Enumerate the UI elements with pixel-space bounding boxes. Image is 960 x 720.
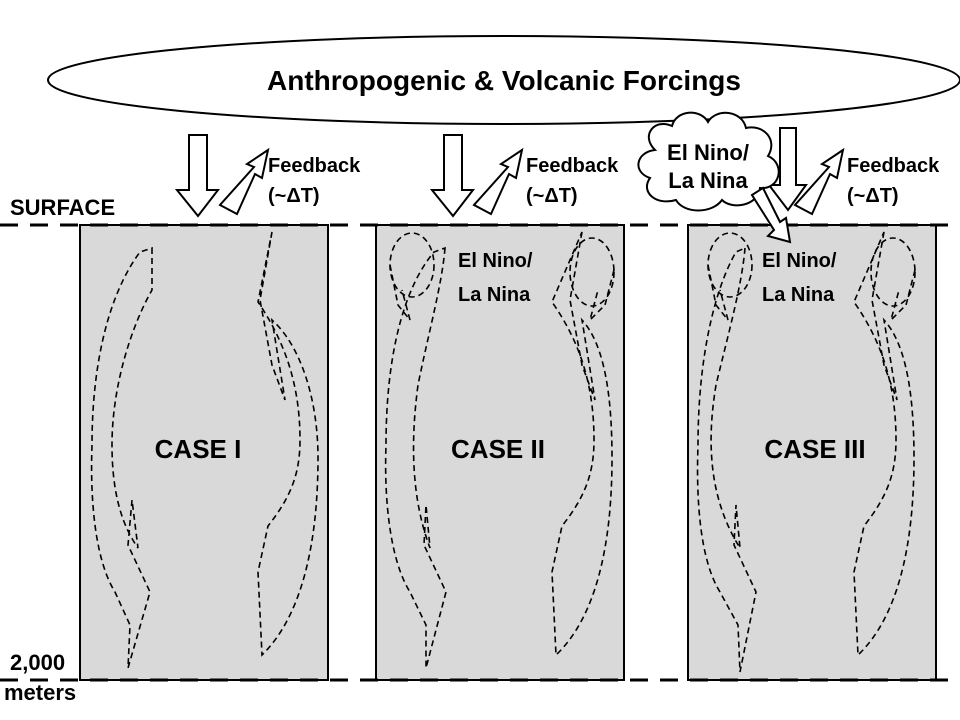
- case-2-left-eddy-arrow: [389, 264, 411, 321]
- case-1-right-loop: [257, 231, 319, 657]
- case-2-inner-label-line2: La Nina: [458, 284, 531, 306]
- case-2-right-eddy-arrow: [588, 269, 615, 323]
- case-2-forcing-arrow: [429, 134, 476, 218]
- case-2-left-loop: [384, 246, 447, 669]
- case-3-feedback-arrow: [793, 147, 845, 216]
- case-2-inner-label-line1: El Nino/: [458, 250, 533, 272]
- case-2-panel: [375, 224, 625, 681]
- forcing-arrows: [174, 127, 808, 218]
- depth-label-meters: meters: [4, 680, 76, 705]
- depth-label-2000: 2,000: [10, 650, 65, 675]
- forcings-label: Anthropogenic & Volcanic Forcings: [267, 65, 741, 96]
- case-1-forcing-arrow: [174, 134, 221, 218]
- case-1-left-loop: [90, 246, 153, 669]
- case-1-feedback-delta: (~ΔT): [268, 185, 320, 207]
- case-3-right-eddy-arrow: [889, 269, 916, 323]
- case-3-forcing-arrow: [766, 127, 808, 212]
- case-3-right-loop: [853, 231, 915, 657]
- case-3-panel: [687, 224, 937, 681]
- cloud-down-arrow: [750, 186, 792, 244]
- cloud-label-line2: La Nina: [668, 168, 748, 193]
- case-3-feedback-label: Feedback: [847, 155, 940, 177]
- case-2-feedback-label: Feedback: [526, 155, 619, 177]
- surface-label: SURFACE: [10, 195, 115, 220]
- case-1-feedback-label: Feedback: [268, 155, 361, 177]
- case-2-feedback-arrow: [472, 147, 524, 216]
- case-3-inner-label-line1: El Nino/: [762, 250, 837, 272]
- case-3-left-eddy-arrow: [707, 264, 729, 321]
- cloud-label-line1: El Nino/: [667, 140, 749, 165]
- case-1-feedback-arrow: [218, 147, 270, 216]
- circulation-loops: [90, 231, 916, 673]
- case-3-left-loop: [696, 246, 757, 673]
- el-nino-cloud: El Nino/ La Nina: [637, 111, 780, 212]
- case-2-label: CASE II: [451, 434, 545, 464]
- case-3-inner-label-line2: La Nina: [762, 284, 835, 306]
- case-2-feedback-delta: (~ΔT): [526, 185, 578, 207]
- forcings-ellipse: Anthropogenic & Volcanic Forcings: [47, 35, 960, 125]
- case-3-feedback-delta: (~ΔT): [847, 185, 899, 207]
- case-1-label: CASE I: [155, 434, 242, 464]
- feedback-arrows: [218, 147, 845, 216]
- case-2-right-loop: [551, 231, 613, 657]
- case-3-label: CASE III: [764, 434, 865, 464]
